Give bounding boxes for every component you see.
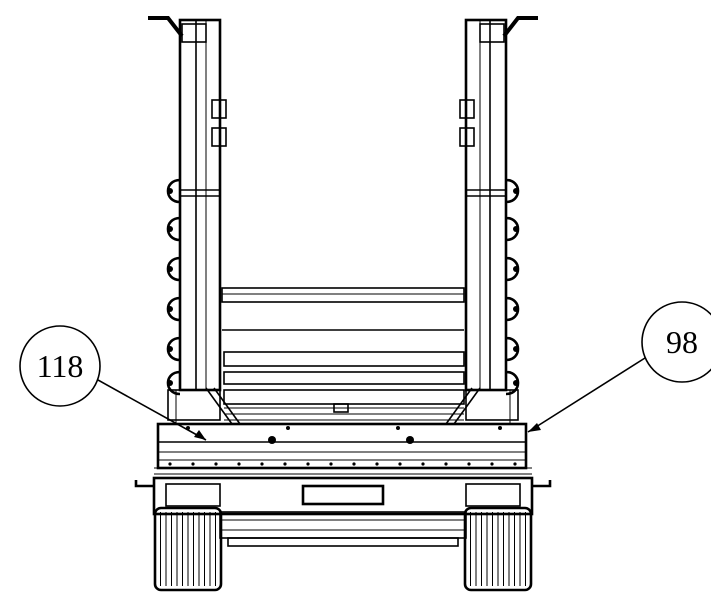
license-plate-holder xyxy=(301,484,385,506)
callout-98-label: 98 xyxy=(666,324,698,360)
callout-98: 98 xyxy=(527,301,711,433)
diagonal-braces xyxy=(205,387,481,425)
left-upright xyxy=(148,16,227,424)
callout-118: 118 xyxy=(19,325,207,441)
rear-frame-beam xyxy=(156,422,528,470)
right-upright xyxy=(459,16,538,424)
bed-cross-members xyxy=(221,287,465,421)
axle-assembly xyxy=(219,511,467,547)
right-wheel xyxy=(463,506,533,592)
callout-118-label: 118 xyxy=(37,348,84,384)
left-wheel xyxy=(153,506,223,592)
